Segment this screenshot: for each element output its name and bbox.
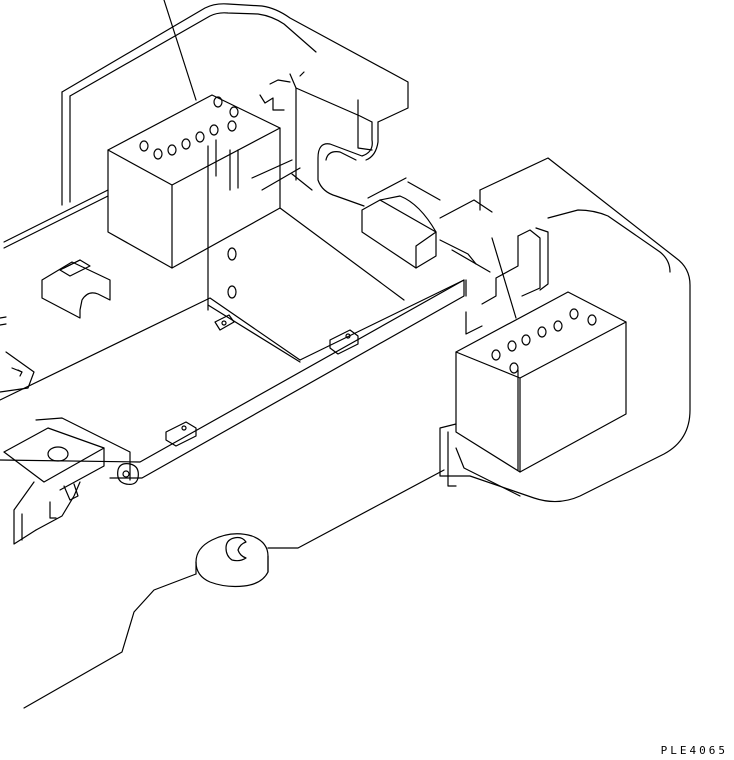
step-plate bbox=[41, 259, 111, 319]
side-beam bbox=[0, 279, 467, 479]
upper-frame-bracket bbox=[61, 3, 409, 206]
lifting-eye bbox=[23, 469, 445, 709]
left-battery bbox=[107, 0, 281, 311]
drawing-code: PLE4065 bbox=[660, 744, 728, 757]
main-frame-deck bbox=[0, 149, 405, 401]
right-frame-box bbox=[439, 157, 691, 503]
center-bracket bbox=[317, 99, 493, 273]
latch-mechanism bbox=[3, 417, 139, 545]
right-battery bbox=[455, 237, 627, 473]
